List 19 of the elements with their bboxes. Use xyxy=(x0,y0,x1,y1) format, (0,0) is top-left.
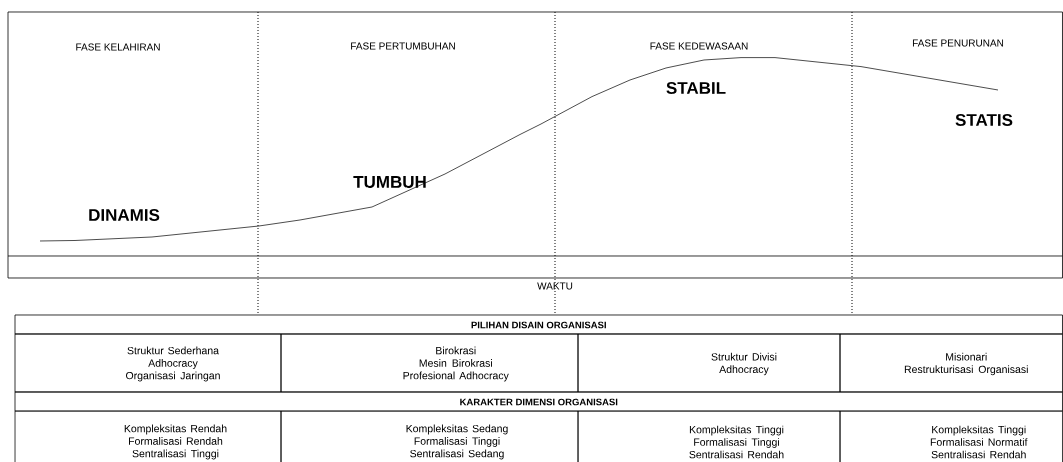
table-header: KARAKTER DIMENSI ORGANISASI xyxy=(14,391,1063,412)
phase-label: FASE PERTUMBUHAN xyxy=(351,42,455,50)
table-cell: Struktur Divisi Adhocracy xyxy=(577,333,841,393)
phase-label: FASE PENURUNAN xyxy=(913,39,1003,47)
phase-label: FASE KEDEWASAAN xyxy=(650,42,748,50)
stage-label: TUMBUH xyxy=(353,176,426,188)
table-cell: Kompleksitas Sedang Formalisasi Tinggi Sentralisasi Sedang xyxy=(280,410,579,462)
axis-label: WAKTU xyxy=(537,282,573,290)
table-cell: Kompleksitas Tinggi Formalisasi Tinggi Sentralisasi Rendah xyxy=(577,410,841,462)
table-cell: Misionari Restrukturisasi Organisasi xyxy=(839,333,1063,393)
stage-label: DINAMIS xyxy=(89,208,160,221)
table-cell: Birokrasi Mesin Birokrasi Profesional Adhocracy xyxy=(280,333,579,393)
phase-label: FASE KELAHIRAN xyxy=(76,43,160,51)
table-header: PILIHAN DISAIN ORGANISASI xyxy=(14,314,1063,335)
table-cell: Struktur Sederhana Adhocracy Organisasi Jaringan xyxy=(14,333,282,393)
table-cell: Kompleksitas Rendah Formalisasi Rendah Sentralisasi Tinggi xyxy=(14,410,282,462)
table-cell: Kompleksitas Tinggi Formalisasi Normatif Sentralisasi Rendah xyxy=(839,410,1063,462)
stage-label: STABIL xyxy=(666,82,726,94)
stage-label: STATIS xyxy=(955,113,1013,126)
